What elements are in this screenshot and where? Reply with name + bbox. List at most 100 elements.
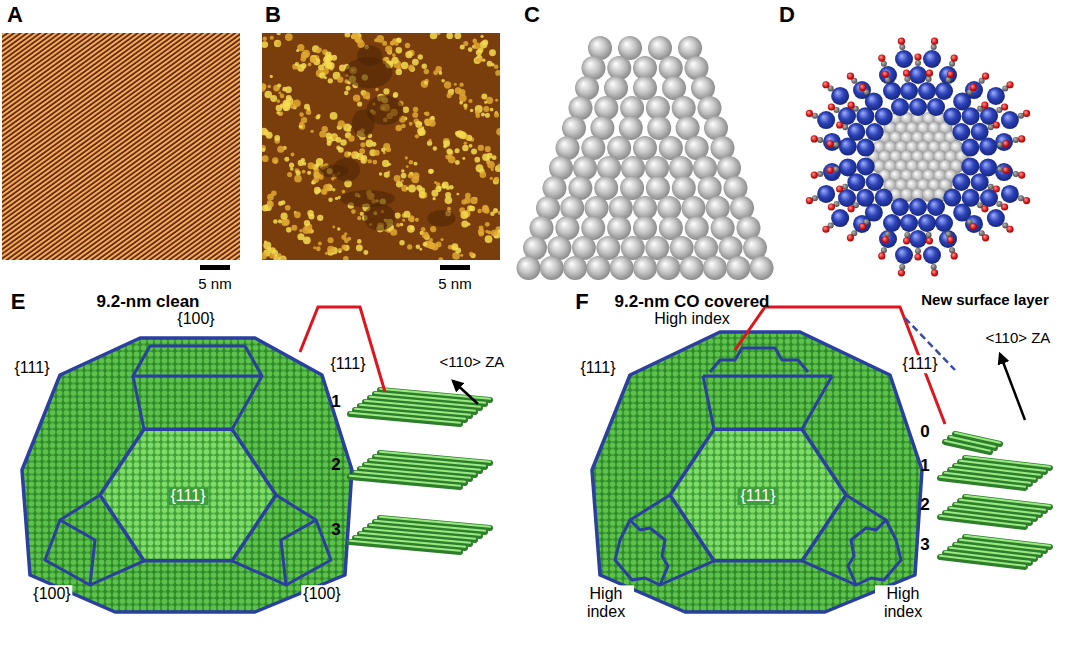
figure-graphic — [670, 429, 846, 561]
figure-graphic — [360, 212, 364, 216]
figure-graphic — [467, 205, 473, 211]
figure-graphic — [1001, 103, 1008, 110]
figure-graphic — [446, 149, 452, 155]
figure-graphic — [332, 226, 335, 229]
figure-graphic — [325, 133, 331, 139]
figure-graphic — [421, 80, 429, 88]
scale-label: 5 nm — [438, 276, 471, 293]
figure-graphic — [461, 199, 466, 204]
figure-graphic — [362, 91, 370, 99]
figure-graphic — [317, 215, 323, 221]
figure-graphic — [831, 209, 849, 227]
figure-graphic — [879, 66, 897, 84]
figure-graphic — [302, 170, 306, 174]
figure-graphic — [847, 123, 865, 141]
figure-graphic — [435, 186, 441, 192]
figure-graphic — [390, 40, 395, 45]
figure-graphic — [317, 114, 321, 118]
figure-graphic — [274, 135, 280, 141]
figure-graphic — [433, 70, 438, 75]
figure-graphic — [319, 72, 325, 78]
figure-graphic — [363, 250, 368, 255]
figure-graphic — [357, 216, 361, 220]
figure-graphic — [456, 193, 459, 196]
figure-graphic — [485, 235, 493, 243]
panel-letter: E — [11, 290, 26, 314]
figure-graphic — [494, 177, 500, 183]
figure-graphic — [415, 134, 419, 138]
figure-graphic — [294, 211, 301, 218]
figure-graphic — [350, 414, 460, 424]
figure-graphic — [993, 121, 1000, 128]
figure-graphic — [297, 64, 304, 71]
figure-graphic — [462, 145, 468, 151]
figure-graphic — [1006, 81, 1013, 88]
figure-graphic — [284, 157, 289, 162]
figure-graphic — [540, 256, 564, 280]
figure-graphic — [952, 123, 970, 141]
figure-graphic — [298, 160, 304, 166]
figure-graphic — [455, 160, 460, 165]
figure-graphic — [408, 64, 414, 70]
figure-graphic — [291, 225, 297, 231]
figure-graphic — [263, 241, 271, 249]
figure-graphic — [498, 229, 500, 233]
figure-graphic — [267, 201, 273, 207]
figure-graphic — [446, 33, 453, 39]
figure-graphic — [909, 198, 927, 216]
figure-graphic — [947, 71, 954, 78]
figure-graphic — [856, 189, 874, 207]
figure-graphic — [273, 219, 278, 224]
figure-graphic — [647, 116, 671, 140]
figure-graphic — [352, 152, 355, 155]
figure-graphic — [982, 234, 989, 241]
atomic-layer — [940, 457, 1050, 488]
facet-label: High index — [578, 585, 634, 620]
figure-graphic — [935, 214, 953, 232]
figure-graphic — [428, 169, 433, 174]
figure-graphic — [987, 87, 1005, 105]
figure-graphic — [672, 96, 696, 120]
panel-letter: C — [524, 3, 540, 27]
figure-graphic — [281, 213, 288, 220]
figure-graphic — [412, 59, 419, 66]
figure-graphic — [328, 237, 334, 243]
figure-graphic — [232, 376, 262, 429]
figure-graphic — [262, 41, 268, 48]
figure-graphic — [926, 237, 933, 244]
figure-graphic — [487, 230, 491, 234]
figure-graphic — [430, 33, 438, 39]
figure-graphic — [424, 81, 428, 85]
figure-graphic — [215, 33, 240, 260]
figure-graphic — [402, 219, 405, 222]
figure-graphic — [427, 210, 455, 227]
figure-graphic — [394, 213, 400, 219]
figure-graphic — [133, 346, 262, 376]
figure-graphic — [213, 33, 241, 260]
figure-graphic — [817, 171, 823, 177]
figure-graphic — [866, 173, 884, 191]
figure-graphic — [895, 50, 913, 68]
figure-graphic — [486, 160, 490, 164]
figure-graphic — [307, 210, 313, 216]
figure-graphic — [445, 192, 451, 198]
figure-graphic — [283, 219, 290, 226]
figure-graphic — [424, 69, 429, 74]
figure-graphic — [348, 135, 354, 141]
figure-graphic — [307, 171, 311, 175]
figure-graphic — [396, 181, 403, 188]
figure-graphic — [875, 189, 893, 207]
figure-graphic — [480, 171, 487, 178]
figure-graphic — [914, 53, 921, 60]
figure-graphic — [464, 141, 468, 145]
figure-graphic — [409, 160, 414, 165]
panel-letter: B — [265, 3, 281, 27]
figure-graphic — [823, 163, 841, 181]
figure-graphic — [898, 269, 905, 276]
figure-graphic — [384, 172, 390, 178]
facet-label: {111} — [328, 355, 367, 373]
figure-graphic — [291, 153, 295, 157]
figure-graphic — [498, 163, 500, 168]
figure-graphic — [1002, 167, 1009, 174]
